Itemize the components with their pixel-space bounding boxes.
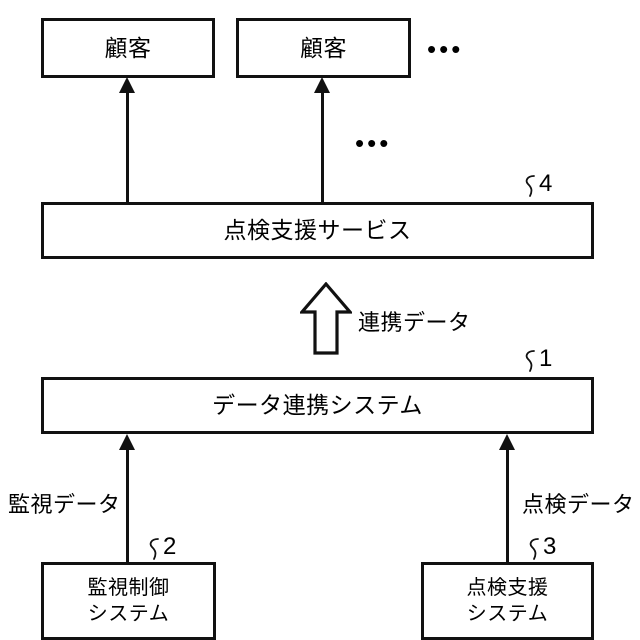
arrow-head-inspection-to-data-linkage — [499, 434, 515, 450]
leader-squiggle-icon — [529, 538, 539, 560]
arrow-head-monitoring-to-data-linkage — [119, 434, 135, 450]
label-monitoring-data: 監視データ — [8, 492, 121, 517]
box-inspection-support-system-label-line2: システム — [466, 603, 549, 625]
box-customer-1: 顧客 — [41, 18, 215, 78]
arrow-head-service-to-customer-1 — [119, 77, 135, 93]
arrow-line-inspection-to-data-linkage — [506, 447, 509, 562]
box-data-linkage-system-label: データ連携システム — [212, 392, 423, 419]
box-customer-1-label: 顧客 — [104, 34, 152, 61]
arrow-head-service-to-customer-2 — [314, 77, 330, 93]
box-customer-2-label: 顧客 — [300, 34, 347, 61]
label-linkage-data: 連携データ — [358, 310, 471, 335]
box-inspection-support-service: 点検支援サービス — [41, 202, 594, 259]
leader-squiggle-icon — [525, 175, 535, 197]
arrow-line-service-to-customer-2 — [321, 90, 324, 202]
reference-numeral-4: 4 — [524, 172, 552, 197]
reference-numeral-1: 1 — [524, 347, 552, 372]
ellipsis-below-customers: ••• — [355, 128, 392, 158]
box-inspection-support-system-text: 点検支援 システム — [467, 575, 549, 627]
reference-numeral-4-text: 4 — [539, 170, 553, 197]
box-monitoring-control-system-text: 監視制御 システム — [88, 575, 170, 627]
box-monitoring-control-system: 監視制御 システム — [41, 562, 216, 640]
box-inspection-support-service-label: 点検支援サービス — [223, 217, 412, 244]
box-monitoring-control-system-label-line1: 監視制御 — [87, 577, 170, 599]
block-arrow-up-icon — [300, 282, 352, 355]
box-inspection-support-system-label-line1: 点検支援 — [466, 577, 549, 599]
label-inspection-data: 点検データ — [522, 492, 635, 517]
box-inspection-support-system: 点検支援 システム — [421, 562, 594, 640]
leader-squiggle-icon — [149, 538, 159, 560]
arrow-line-monitoring-to-data-linkage — [126, 447, 129, 562]
ellipsis-right-of-customers: ••• — [427, 34, 464, 64]
reference-numeral-3-text: 3 — [543, 533, 557, 560]
reference-numeral-3: 3 — [528, 535, 556, 560]
box-customer-2: 顧客 — [236, 18, 411, 78]
reference-numeral-2-text: 2 — [163, 533, 177, 560]
arrow-line-service-to-customer-1 — [126, 90, 129, 202]
reference-numeral-2: 2 — [148, 535, 176, 560]
leader-squiggle-icon — [525, 350, 535, 372]
box-monitoring-control-system-label-line2: システム — [87, 603, 170, 625]
box-data-linkage-system: データ連携システム — [41, 377, 594, 434]
reference-numeral-1-text: 1 — [539, 345, 553, 372]
